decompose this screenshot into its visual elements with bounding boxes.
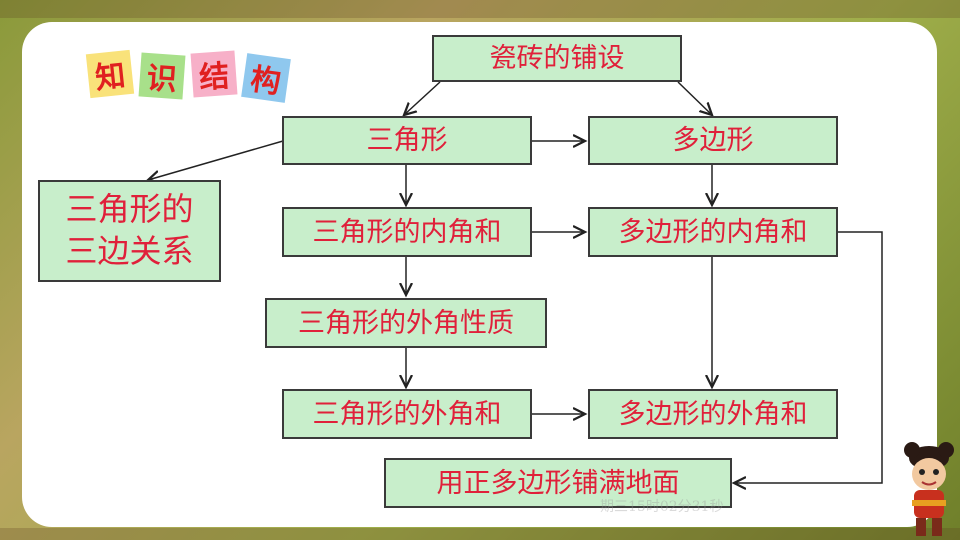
arrow-triangle-to-sides [148,140,284,180]
background-stripe [0,528,960,540]
box-regular-polygon-tiling: 用正多边形铺满地面 [384,458,732,508]
box-triangle-interior-sum: 三角形的内角和 [282,207,532,257]
box-tile-laying: 瓷砖的铺设 [432,35,682,82]
box-triangle: 三角形 [282,116,532,165]
box-triangle-sides-line2: 三边关系 [65,232,194,270]
box-polygon-interior-sum: 多边形的内角和 [588,207,838,257]
arrow-poly-interior-to-tiling [734,231,883,483]
arrow-root-to-polygon [677,81,712,115]
box-polygon: 多边形 [588,116,838,165]
cartoon-character-icon [904,442,954,536]
footer-timestamp: 期三15时02分31秒 [600,499,724,515]
box-triangle-exterior-property: 三角形的外角性质 [265,298,547,348]
box-triangle-sides: 三角形的 三边关系 [38,180,221,282]
background-stripe [0,0,960,18]
arrow-root-to-triangle [404,81,441,115]
box-triangle-sides-line1: 三角形的 [65,190,194,229]
box-polygon-exterior-sum: 多边形的外角和 [588,389,838,439]
box-triangle-exterior-sum: 三角形的外角和 [282,389,532,439]
